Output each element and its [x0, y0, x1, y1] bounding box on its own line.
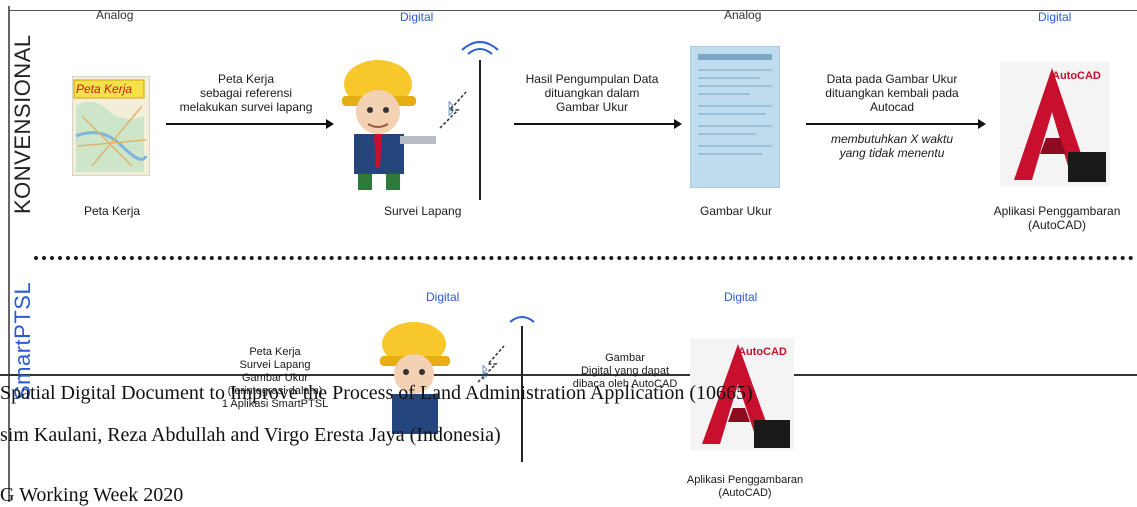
arrow3-note: membutuhkan X waktu yang tidak menentu: [800, 132, 984, 160]
caption-aplikasi: Aplikasi Penggambaran (AutoCAD): [980, 204, 1134, 232]
arrow2-line-3: Gambar Ukur: [555, 100, 629, 114]
arrow2-line-1: Hasil Pengumpulan Data: [525, 72, 659, 86]
caption-survei-lapang: Survei Lapang: [384, 204, 462, 218]
smart-caption-line-2: (AutoCAD): [718, 487, 772, 499]
smart-surveyor-illustration: ᛒ: [380, 316, 535, 462]
caption-peta-kerja: Peta Kerja: [84, 204, 141, 218]
footer-title: Spatial Digital Document to Improve the …: [0, 382, 753, 404]
map-illustration: [71, 75, 151, 177]
section-divider: [34, 256, 1134, 260]
svg-text:ᛒ: ᛒ: [480, 363, 490, 382]
header-analog-1: Analog: [96, 8, 134, 22]
smart-arrow-line-1: Gambar: [605, 352, 645, 364]
arrow1-line-1: Peta Kerja: [217, 72, 275, 86]
smart-list-2: Survei Lapang: [239, 359, 311, 371]
smart-caption-line-1: Aplikasi Penggambaran: [686, 474, 804, 486]
smart-left-list: Peta Kerja Survei Lapang Gambar Ukur (te…: [200, 346, 350, 411]
section-label-konvensional: KONVENSIONAL: [10, 34, 35, 214]
smart-list-1: Peta Kerja: [249, 346, 301, 358]
frame-left-line: [8, 6, 10, 502]
arrow3-text: Data pada Gambar Ukur dituangkan kembali…: [800, 72, 984, 114]
smart-caption: Aplikasi Penggambaran (AutoCAD): [670, 474, 820, 500]
smart-autocad-logo-text: AutoCAD: [738, 346, 787, 358]
footer-event: G Working Week 2020: [0, 484, 184, 506]
smart-arrow-line-2: Digital yang dapat: [580, 365, 670, 377]
arrow2-line-2: dituangkan dalam: [544, 86, 640, 100]
smart-list-5: 1 Aplikasi SmartPTSL: [221, 398, 329, 410]
autocad-a-icon: [1000, 62, 1110, 186]
header-digital-1: Digital: [400, 10, 434, 24]
smart-arrow-line-3: dibaca oleh AutoCAD: [572, 378, 678, 390]
arrow1: [166, 119, 334, 129]
arrow1-line-3: melakukan survei lapang: [179, 100, 313, 114]
surveyor-illustration: ᛒ: [342, 41, 499, 200]
gambar-ukur-form: [690, 46, 780, 188]
arrow3-note-line-2: yang tidak menentu: [839, 146, 945, 160]
smart-autocad-logo: AutoCAD: [690, 338, 794, 450]
header-smart-digital-1: Digital: [426, 290, 460, 304]
smart-list-4: (terintegrasi dalam): [227, 385, 323, 397]
arrow2-text: Hasil Pengumpulan Data dituangkan dalam …: [508, 72, 676, 114]
footer-authors: sim Kaulani, Reza Abdullah and Virgo Ere…: [0, 424, 501, 446]
arrow1-text: Peta Kerja sebagai referensi melakukan s…: [166, 72, 326, 114]
caption-aplikasi-line-1: Aplikasi Penggambaran: [993, 204, 1121, 218]
arrow3-line-3: Autocad: [869, 100, 915, 114]
map-card: Peta Kerja: [71, 75, 151, 177]
caption-gambar-ukur: Gambar Ukur: [700, 204, 773, 218]
header-analog-2: Analog: [724, 8, 762, 22]
frame-top-line: [8, 10, 1137, 11]
header-smart-digital-2: Digital: [724, 290, 758, 304]
arrow1-line-2: sebagai referensi: [199, 86, 293, 100]
autocad-logo-text: AutoCAD: [1052, 70, 1101, 82]
frame-bottom-line: [0, 374, 1137, 376]
svg-text:ᛒ: ᛒ: [446, 99, 456, 118]
arrow3-line-2: dituangkan kembali pada: [825, 86, 959, 100]
smart-arrow-text: Gambar Digital yang dapat dibaca oleh Au…: [560, 352, 690, 391]
arrow3: [806, 119, 986, 129]
arrow3-line-1: Data pada Gambar Ukur: [826, 72, 958, 86]
arrow3-note-line-1: membutuhkan X waktu: [830, 132, 954, 146]
caption-aplikasi-line-2: (AutoCAD): [1027, 218, 1086, 232]
smart-autocad-a-icon: [690, 338, 794, 450]
map-card-title: Peta Kerja: [76, 82, 133, 96]
smart-list-3: Gambar Ukur: [241, 372, 309, 384]
arrow2: [514, 119, 682, 129]
header-digital-2: Digital: [1038, 10, 1072, 24]
autocad-logo: AutoCAD: [1000, 62, 1110, 186]
